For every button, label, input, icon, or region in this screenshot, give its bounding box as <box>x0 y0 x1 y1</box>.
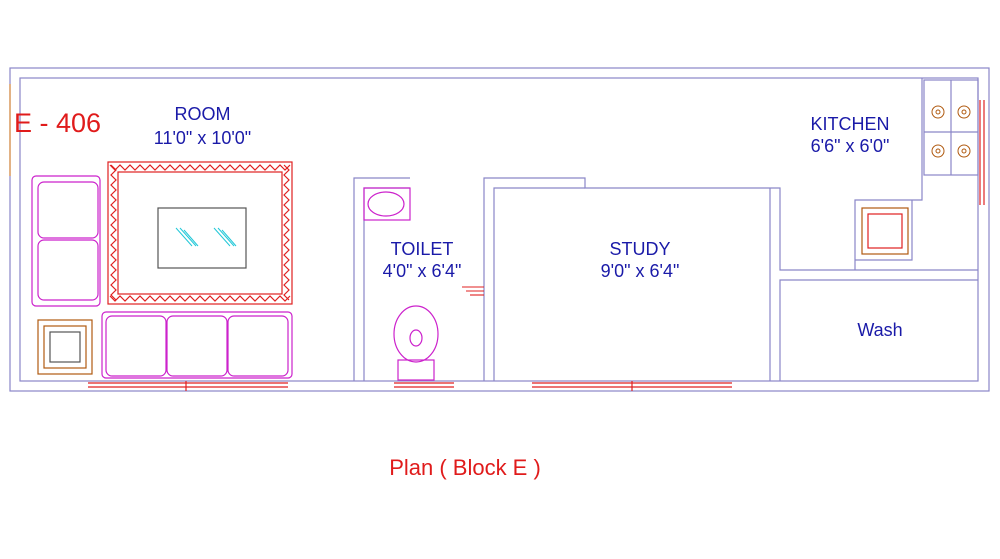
rug <box>107 161 293 305</box>
room-name: ROOM <box>174 104 231 124</box>
bottom-windows <box>88 381 732 391</box>
toilet-name: TOILET <box>390 239 454 259</box>
study-name: STUDY <box>609 239 671 259</box>
room-size: 11'0" x 10'0" <box>153 128 252 148</box>
toilet-size: 4'0" x 6'4" <box>382 261 462 281</box>
outer-walls <box>9 67 990 392</box>
sofa-bottom <box>101 311 293 379</box>
coffee-table <box>157 207 247 269</box>
kitchen-window <box>979 100 985 205</box>
unit-id: E - 406 <box>14 108 102 138</box>
sofa-left <box>31 175 101 307</box>
wash-name: Wash <box>857 320 903 340</box>
toilet-seat <box>393 305 439 381</box>
stove-burners <box>931 105 971 158</box>
plan-caption: Plan ( Block E ) <box>389 455 541 480</box>
kitchen-table <box>861 207 909 255</box>
study-size: 9'0" x 6'4" <box>600 261 680 281</box>
kitchen-size: 6'6" x 6'0" <box>810 136 890 156</box>
towel-rack <box>462 286 484 296</box>
side-table <box>37 319 93 375</box>
kitchen-name: KITCHEN <box>810 114 890 134</box>
wash-basin <box>363 187 411 221</box>
